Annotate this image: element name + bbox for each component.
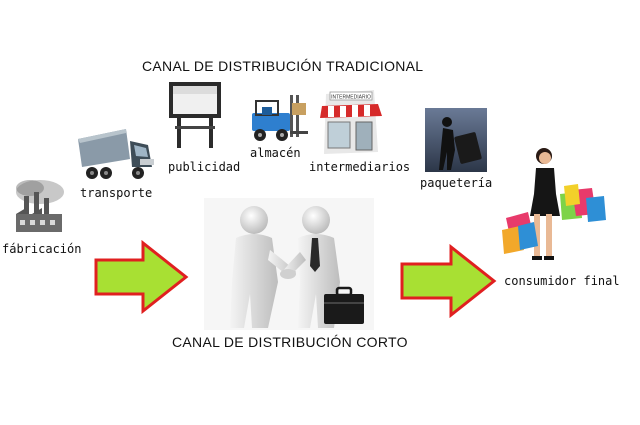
svg-text:INTERMEDIARIO: INTERMEDIARIO xyxy=(331,95,371,101)
truck-icon xyxy=(74,127,160,185)
arrow-left xyxy=(93,240,189,314)
courier-icon xyxy=(425,108,487,172)
stage-label-consumidor: consumidor final xyxy=(504,274,620,288)
store-icon: INTERMEDIARIO xyxy=(318,86,384,158)
traditional-channel-title: CANAL DE DISTRIBUCIÓN TRADICIONAL xyxy=(142,58,424,74)
stage-label-fabricacion: fábricación xyxy=(2,242,82,256)
stage-label-almacen: almacén xyxy=(250,146,301,160)
stage-label-intermediarios: intermediarios xyxy=(309,160,411,174)
stage-label-transporte: transporte xyxy=(80,186,153,200)
forklift-icon xyxy=(246,95,308,143)
shopper-icon xyxy=(500,146,608,272)
arrow-right xyxy=(399,244,497,318)
handshake-icon xyxy=(204,198,374,330)
short-channel-title: CANAL DE DISTRIBUCIÓN CORTO xyxy=(172,334,408,350)
factory-icon xyxy=(10,178,70,236)
stage-label-paqueteria: paquetería xyxy=(420,176,493,190)
billboard-icon xyxy=(167,80,223,150)
stage-label-publicidad: publicidad xyxy=(168,160,241,174)
